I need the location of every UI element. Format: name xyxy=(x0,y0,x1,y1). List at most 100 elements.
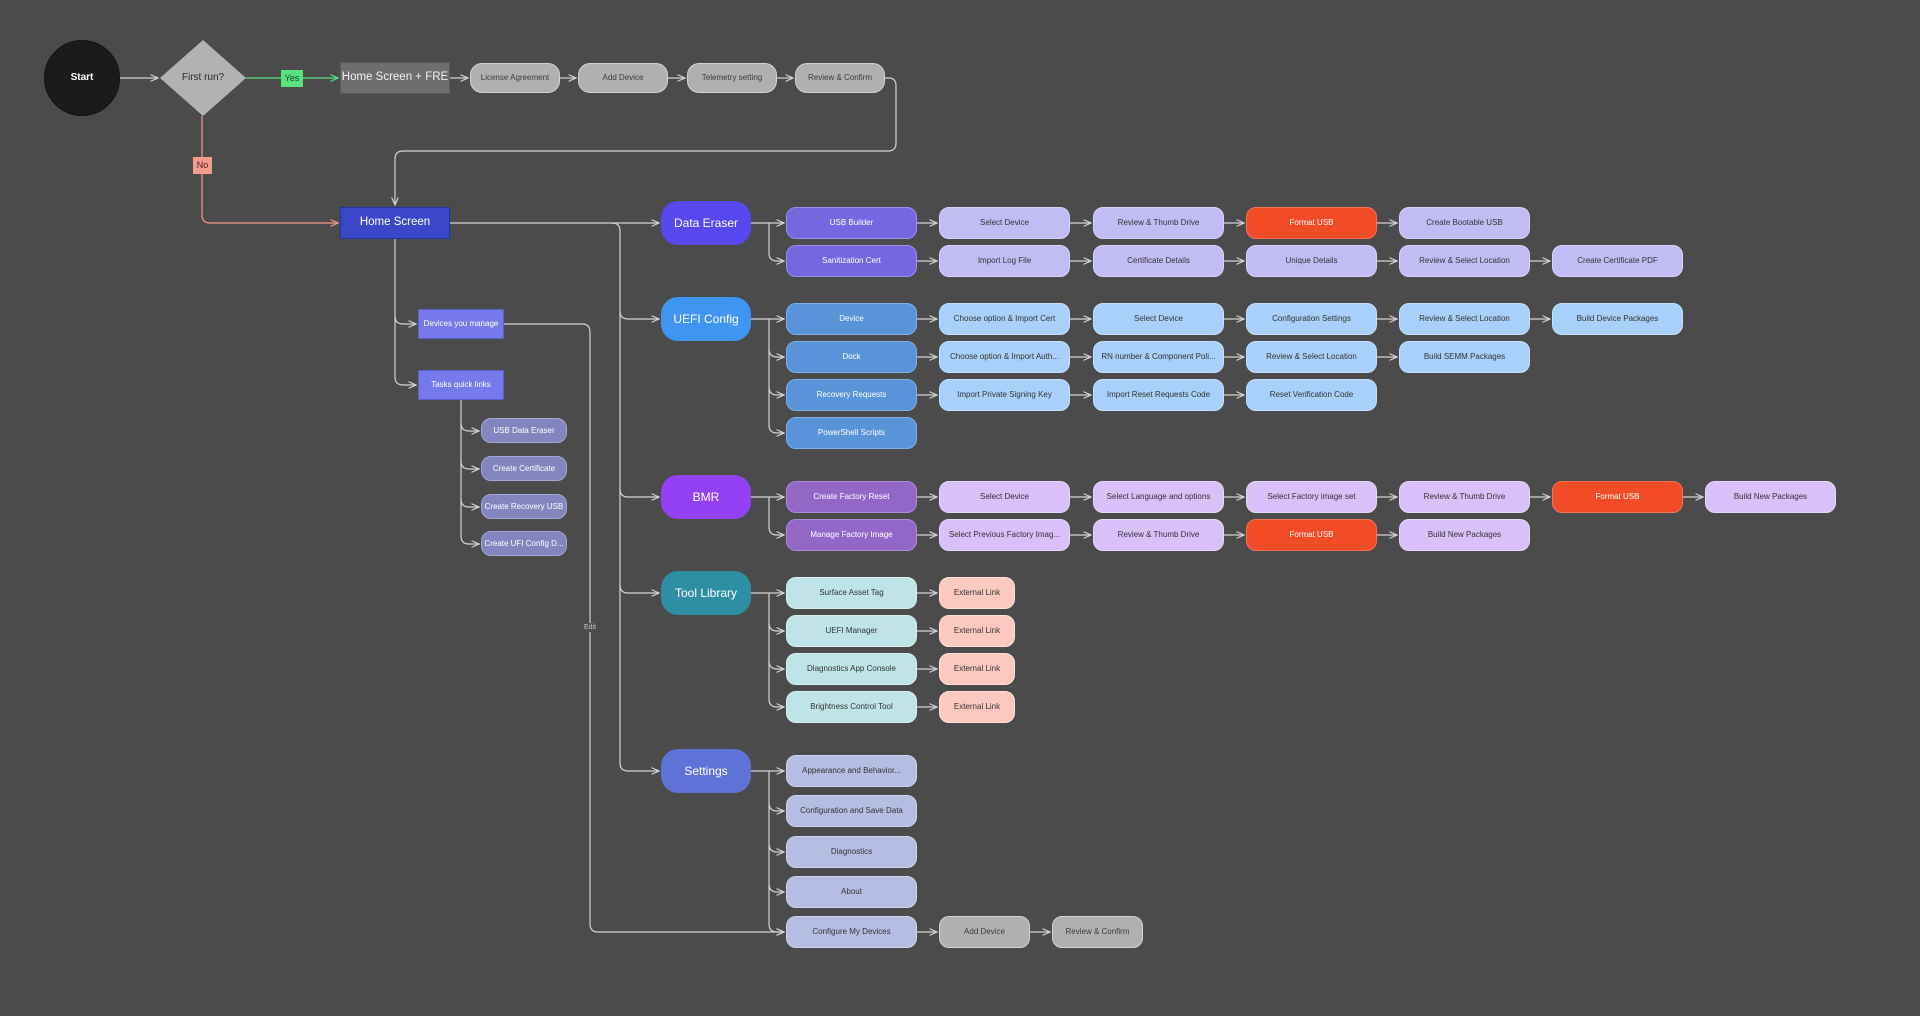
create-bootable-usb-node[interactable]: Create Bootable USB xyxy=(1399,207,1530,239)
dock-review-select-location-node[interactable]: Review & Select Location xyxy=(1246,341,1377,373)
add-device-node[interactable]: Add Device xyxy=(578,63,668,93)
edit-label: Edit xyxy=(583,623,598,632)
settings-add-device-node[interactable]: Add Device xyxy=(939,916,1030,948)
devices-you-manage-node[interactable]: Devices you manage xyxy=(418,309,504,339)
uefi-select-device-node[interactable]: Select Device xyxy=(1093,303,1224,335)
no-label: No xyxy=(193,157,212,174)
create-certificate-link[interactable]: Create Certificate xyxy=(481,456,567,481)
bmr-format-usb-node[interactable]: Format USB xyxy=(1552,481,1683,513)
import-log-file-node[interactable]: Import Log File xyxy=(939,245,1070,277)
home-screen-node[interactable]: Home Screen xyxy=(340,207,450,239)
connector xyxy=(201,174,338,223)
usb-builder-node[interactable]: USB Builder xyxy=(786,207,917,239)
tasks-quick-links-node[interactable]: Tasks quick links xyxy=(418,370,504,400)
external-link-node[interactable]: External Link xyxy=(939,577,1015,609)
create-certificate-pdf-node[interactable]: Create Certificate PDF xyxy=(1552,245,1683,277)
import-private-signing-key-node[interactable]: Import Private Signing Key xyxy=(939,379,1070,411)
connector xyxy=(619,488,659,497)
reset-verification-code-node[interactable]: Reset Verification Code xyxy=(1246,379,1377,411)
powershell-scripts-node[interactable]: PowerShell Scripts xyxy=(786,417,917,449)
start-node: Start xyxy=(44,40,120,116)
build-device-packages-node[interactable]: Build Device Packages xyxy=(1552,303,1683,335)
select-previous-factory-image-node[interactable]: Select Previous Factory Imag... xyxy=(939,519,1070,551)
connector xyxy=(768,526,784,535)
diagnostics-node[interactable]: Diagnostics xyxy=(786,836,917,868)
connector xyxy=(504,323,784,932)
manage-format-usb-node[interactable]: Format USB xyxy=(1246,519,1377,551)
license-agreement-node[interactable]: License Agreement xyxy=(470,63,560,93)
diagnostics-app-console-node[interactable]: Diagnostics App Console xyxy=(786,653,917,685)
manage-build-new-packages-node[interactable]: Build New Packages xyxy=(1399,519,1530,551)
connector xyxy=(394,376,416,385)
appearance-behavior-node[interactable]: Appearance and Behavior... xyxy=(786,755,917,787)
manage-review-thumb-drive-node[interactable]: Review & Thumb Drive xyxy=(1093,519,1224,551)
home-screen-fre-node[interactable]: Home Screen + FRE xyxy=(340,62,450,94)
connector xyxy=(619,762,659,771)
connector xyxy=(619,584,659,593)
connector xyxy=(460,460,479,469)
create-factory-reset-node[interactable]: Create Factory Reset xyxy=(786,481,917,513)
review-select-location-node[interactable]: Review & Select Location xyxy=(1399,245,1530,277)
dock-node[interactable]: Dock xyxy=(786,341,917,373)
uefi-manager-node[interactable]: UEFI Manager xyxy=(786,615,917,647)
uefi-config-category[interactable]: UEFI Config xyxy=(661,297,751,341)
connector xyxy=(768,698,784,707)
connector xyxy=(768,883,784,892)
surface-asset-tag-node[interactable]: Surface Asset Tag xyxy=(786,577,917,609)
connector xyxy=(394,315,416,324)
manage-factory-image-node[interactable]: Manage Factory Image xyxy=(786,519,917,551)
external-link-node[interactable]: External Link xyxy=(939,653,1015,685)
connector xyxy=(768,252,784,261)
connector xyxy=(460,498,479,507)
build-new-packages-node[interactable]: Build New Packages xyxy=(1705,481,1836,513)
select-factory-image-set-node[interactable]: Select Factory image set xyxy=(1246,481,1377,513)
telemetry-setting-node[interactable]: Telemetry setting xyxy=(687,63,777,93)
about-node[interactable]: About xyxy=(786,876,917,908)
connector xyxy=(768,622,784,631)
uefi-review-select-location-node[interactable]: Review & Select Location xyxy=(1399,303,1530,335)
sanitization-cert-node[interactable]: Sanitization Cert xyxy=(786,245,917,277)
build-semm-packages-node[interactable]: Build SEMM Packages xyxy=(1399,341,1530,373)
connector xyxy=(768,660,784,669)
create-uefi-config-link[interactable]: Create UFI Config D... xyxy=(481,531,567,556)
connector xyxy=(450,222,621,763)
bmr-review-thumb-drive-node[interactable]: Review & Thumb Drive xyxy=(1399,481,1530,513)
connector xyxy=(395,77,897,205)
rn-number-component-node[interactable]: RN number & Component Poli... xyxy=(1093,341,1224,373)
yes-label: Yes xyxy=(281,70,303,87)
unique-details-node[interactable]: Unique Details xyxy=(1246,245,1377,277)
connector xyxy=(768,843,784,852)
connector xyxy=(460,535,479,544)
uefi-device-node[interactable]: Device xyxy=(786,303,917,335)
import-reset-requests-code-node[interactable]: Import Reset Requests Code xyxy=(1093,379,1224,411)
data-eraser-category[interactable]: Data Eraser xyxy=(661,201,751,245)
select-language-options-node[interactable]: Select Language and options xyxy=(1093,481,1224,513)
external-link-node[interactable]: External Link xyxy=(939,691,1015,723)
format-usb-node[interactable]: Format USB xyxy=(1246,207,1377,239)
recovery-requests-node[interactable]: Recovery Requests xyxy=(786,379,917,411)
tool-library-category[interactable]: Tool Library xyxy=(661,571,751,615)
configure-my-devices-node[interactable]: Configure My Devices xyxy=(786,916,917,948)
choose-import-cert-node[interactable]: Choose option & Import Cert xyxy=(939,303,1070,335)
connector xyxy=(768,348,784,357)
review-confirm-node[interactable]: Review & Confirm xyxy=(795,63,885,93)
configuration-save-data-node[interactable]: Configuration and Save Data xyxy=(786,795,917,827)
settings-category[interactable]: Settings xyxy=(661,749,751,793)
usb-data-eraser-link[interactable]: USB Data Eraser xyxy=(481,418,567,443)
certificate-details-node[interactable]: Certificate Details xyxy=(1093,245,1224,277)
choose-import-auth-node[interactable]: Choose option & Import Auth... xyxy=(939,341,1070,373)
brightness-control-tool-node[interactable]: Brightness Control Tool xyxy=(786,691,917,723)
connector xyxy=(768,424,784,433)
settings-review-confirm-node[interactable]: Review & Confirm xyxy=(1052,916,1143,948)
bmr-category[interactable]: BMR xyxy=(661,475,751,519)
select-device-node[interactable]: Select Device xyxy=(939,207,1070,239)
bmr-select-device-node[interactable]: Select Device xyxy=(939,481,1070,513)
review-thumb-drive-node[interactable]: Review & Thumb Drive xyxy=(1093,207,1224,239)
create-recovery-usb-link[interactable]: Create Recovery USB xyxy=(481,494,567,519)
connector xyxy=(768,386,784,395)
configuration-settings-node[interactable]: Configuration Settings xyxy=(1246,303,1377,335)
connector xyxy=(768,923,784,932)
connector xyxy=(460,422,479,431)
connector xyxy=(619,310,659,319)
external-link-node[interactable]: External Link xyxy=(939,615,1015,647)
